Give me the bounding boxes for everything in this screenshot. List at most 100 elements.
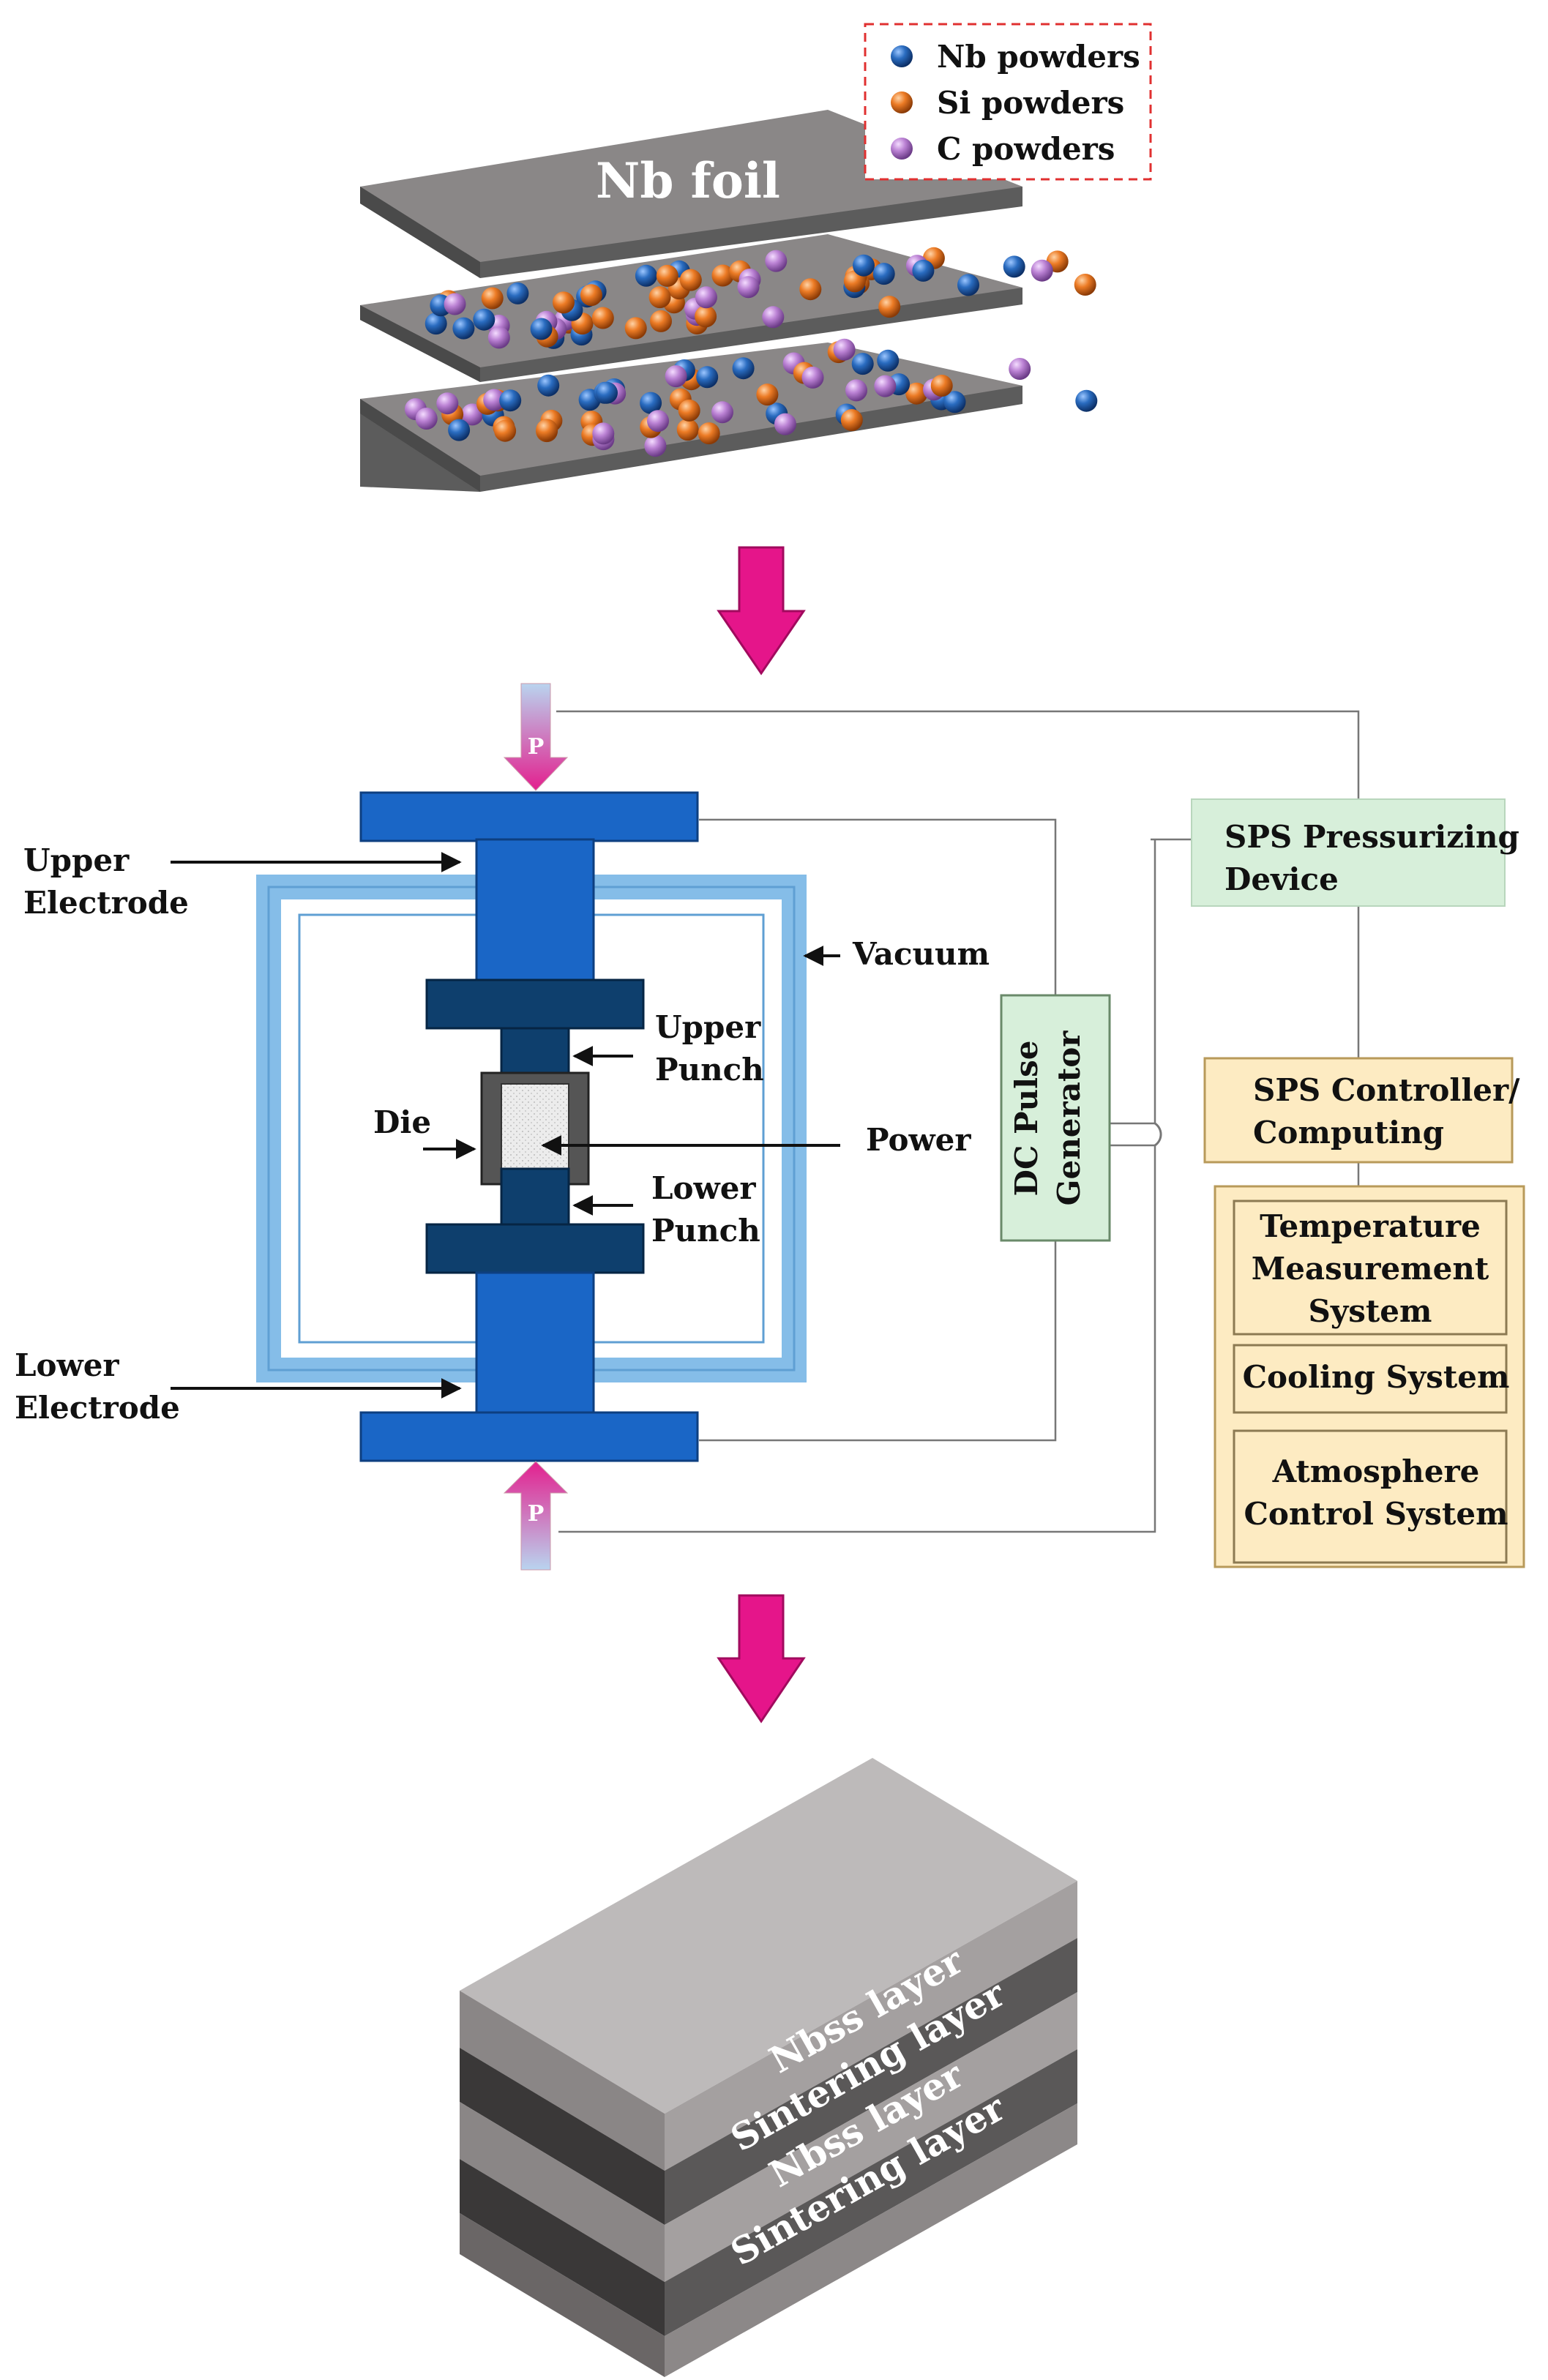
- legend-frame: [864, 23, 1152, 181]
- nb-particle: [853, 254, 875, 277]
- si-particle: [878, 296, 901, 318]
- nb-particle: [877, 349, 900, 372]
- c-particle: [1009, 358, 1031, 380]
- si-particle: [481, 287, 504, 310]
- nb-particle: [473, 308, 496, 331]
- si-particle: [698, 422, 720, 445]
- c-particle: [415, 408, 438, 430]
- nb-particle: [943, 391, 966, 413]
- nb-particle: [696, 366, 719, 389]
- pressure-arrow-top: P: [503, 683, 569, 791]
- die-label: Die: [373, 1104, 431, 1140]
- lower-electrode-plate: [359, 1411, 699, 1462]
- nb-particle: [499, 389, 522, 412]
- c-particle: [444, 293, 466, 315]
- c-particle: [487, 326, 510, 349]
- powder-particles: [404, 247, 1098, 457]
- layered-block: Nbss layer Sintering layer Nbss layer Si…: [460, 1758, 1077, 2377]
- si-particle: [648, 286, 671, 309]
- nb-foil-plate: [360, 110, 1022, 278]
- c-particle: [436, 392, 459, 415]
- c-particle: [695, 286, 717, 309]
- lower-electrode-column: [475, 1271, 595, 1417]
- c-particle: [833, 338, 856, 361]
- si-particle: [656, 264, 678, 287]
- cooling-label: Cooling System: [1243, 1359, 1510, 1395]
- si-particle: [494, 419, 517, 442]
- upper-electrode-column: [475, 838, 595, 981]
- c-particle: [647, 410, 669, 433]
- nb-particle: [872, 263, 895, 285]
- nb-particle: [596, 381, 618, 404]
- si-particle: [676, 419, 699, 441]
- si-particle: [930, 375, 953, 397]
- si-particle: [591, 307, 614, 329]
- c-particle: [592, 422, 615, 445]
- si-particle: [678, 399, 700, 422]
- nb-particle: [1003, 255, 1025, 278]
- si-particle: [799, 278, 822, 301]
- si-particle: [624, 317, 647, 340]
- legend-si-label: Si powders: [937, 85, 1124, 121]
- nb-particle: [537, 374, 560, 397]
- si-particle: [536, 419, 558, 441]
- nb-particle: [506, 282, 529, 304]
- si-particle: [756, 383, 779, 406]
- nb-particle: [448, 419, 471, 441]
- si-particle: [580, 284, 602, 307]
- sps-controller: SPS Controller/Computing: [1203, 1057, 1520, 1164]
- nb-particle: [957, 274, 979, 296]
- pressure-arrow-bottom: P: [503, 1461, 569, 1571]
- si-particle: [650, 310, 672, 332]
- pressure-label-top: P: [528, 734, 545, 760]
- nb-particle: [1075, 389, 1098, 412]
- si-particle: [711, 264, 734, 287]
- vacuum-label: Vacuum: [852, 936, 990, 972]
- nb-particle: [452, 317, 475, 340]
- controller-label: SPS Controller/Computing: [1253, 1072, 1520, 1150]
- si-particle: [679, 269, 702, 291]
- lower-spacer: [425, 1223, 645, 1274]
- c-particle: [737, 276, 760, 299]
- c-particle: [483, 389, 506, 411]
- legend-c-label: C powders: [937, 131, 1115, 167]
- atmosphere-system: [1233, 1429, 1508, 1564]
- c-particle: [665, 365, 687, 388]
- si-particle: [840, 409, 863, 431]
- temperature-system: [1233, 1200, 1508, 1336]
- c-particle: [762, 306, 785, 329]
- c-particle: [765, 250, 788, 272]
- c-particle: [874, 375, 897, 397]
- nb-powder-icon: [891, 45, 913, 67]
- nb-particle: [530, 318, 553, 340]
- pointer-arrows: [171, 852, 840, 1399]
- pressure-label-bottom: P: [528, 1501, 545, 1527]
- cooling-system: [1233, 1344, 1508, 1414]
- si-particle: [695, 305, 717, 328]
- legend-nb-label: Nb powders: [937, 39, 1140, 75]
- nb-particle: [640, 392, 662, 414]
- c-particle: [845, 379, 867, 402]
- c-particle: [711, 401, 733, 424]
- nb-foil-label: Nb foil: [596, 152, 780, 209]
- si-powder-icon: [891, 91, 913, 113]
- power-label: Power: [866, 1122, 971, 1158]
- c-particle: [801, 366, 824, 389]
- c-particle: [1031, 259, 1053, 282]
- c-particle: [644, 435, 667, 457]
- foil-stack: Nb foil: [360, 110, 1098, 492]
- c-powder-icon: [891, 138, 913, 160]
- upper-electrode-plate: [359, 791, 699, 842]
- c-particle: [774, 413, 796, 435]
